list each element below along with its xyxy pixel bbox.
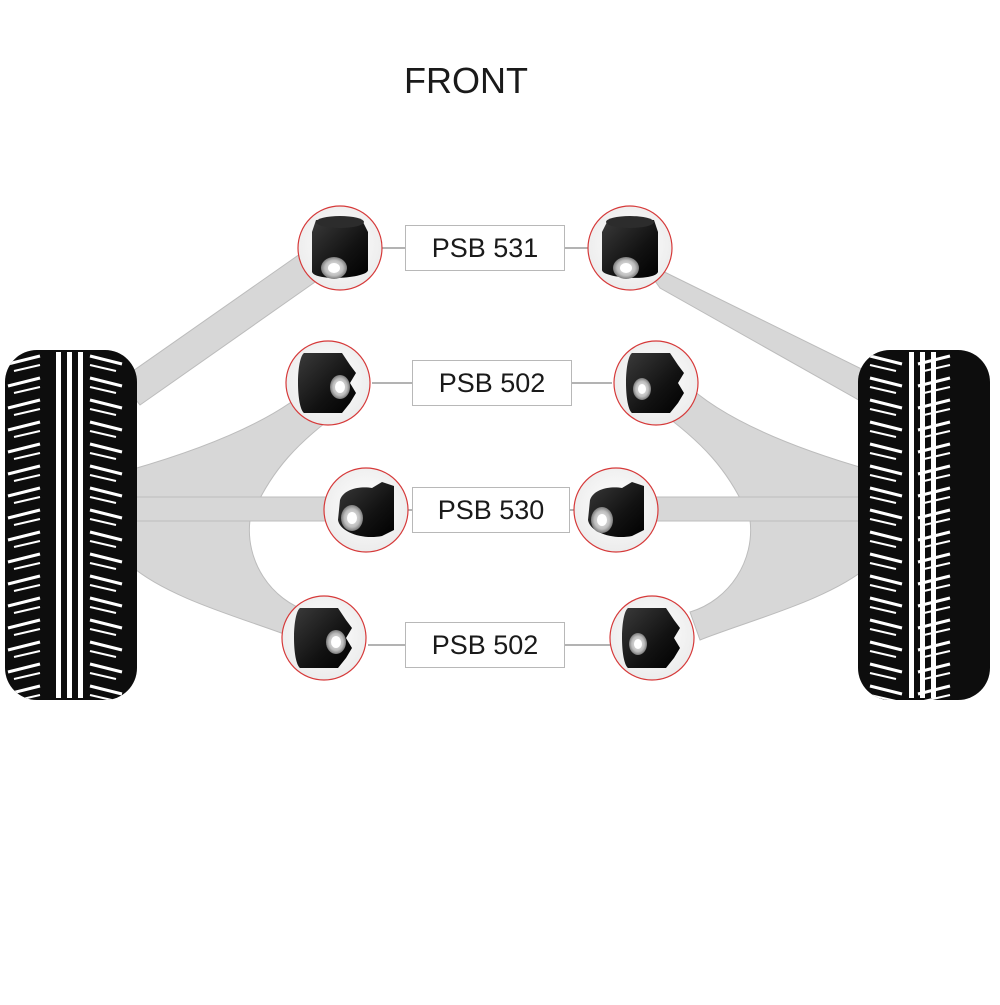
bush-icon xyxy=(294,608,352,668)
bush-icon xyxy=(338,482,394,538)
label-upper-arm: PSB 531 xyxy=(405,225,565,271)
bush-rear-right xyxy=(609,595,695,681)
tyre-left xyxy=(5,350,137,700)
middle-arm-right xyxy=(639,496,871,522)
label-upper-arm-text: PSB 531 xyxy=(431,232,539,263)
label-front-arm-text: PSB 502 xyxy=(438,367,546,398)
bush-front-right xyxy=(613,340,699,426)
label-front-arm: PSB 502 xyxy=(412,360,572,406)
bush-middle-left xyxy=(323,467,409,553)
bush-icon xyxy=(602,216,658,279)
label-rear-arm: PSB 502 xyxy=(405,622,565,668)
bush-middle-right xyxy=(573,467,659,553)
connector-lines xyxy=(368,247,612,646)
suspension-arms xyxy=(119,239,881,641)
label-rear-arm-text: PSB 502 xyxy=(431,629,539,660)
tyre-right xyxy=(858,350,990,700)
bush-icon xyxy=(626,353,684,413)
label-middle-arm: PSB 530 xyxy=(412,487,570,533)
bush-upper-left xyxy=(297,205,383,291)
bush-rear-left xyxy=(281,595,367,681)
bush-upper-right xyxy=(587,205,673,291)
diagram-title: FRONT xyxy=(404,60,528,101)
bush-icon xyxy=(622,608,680,668)
bush-icon xyxy=(298,353,356,413)
bush-icon xyxy=(588,482,644,538)
bush-front-left xyxy=(285,340,371,426)
label-middle-arm-text: PSB 530 xyxy=(437,494,545,525)
bush-icon xyxy=(312,216,368,279)
bushes xyxy=(281,205,699,681)
